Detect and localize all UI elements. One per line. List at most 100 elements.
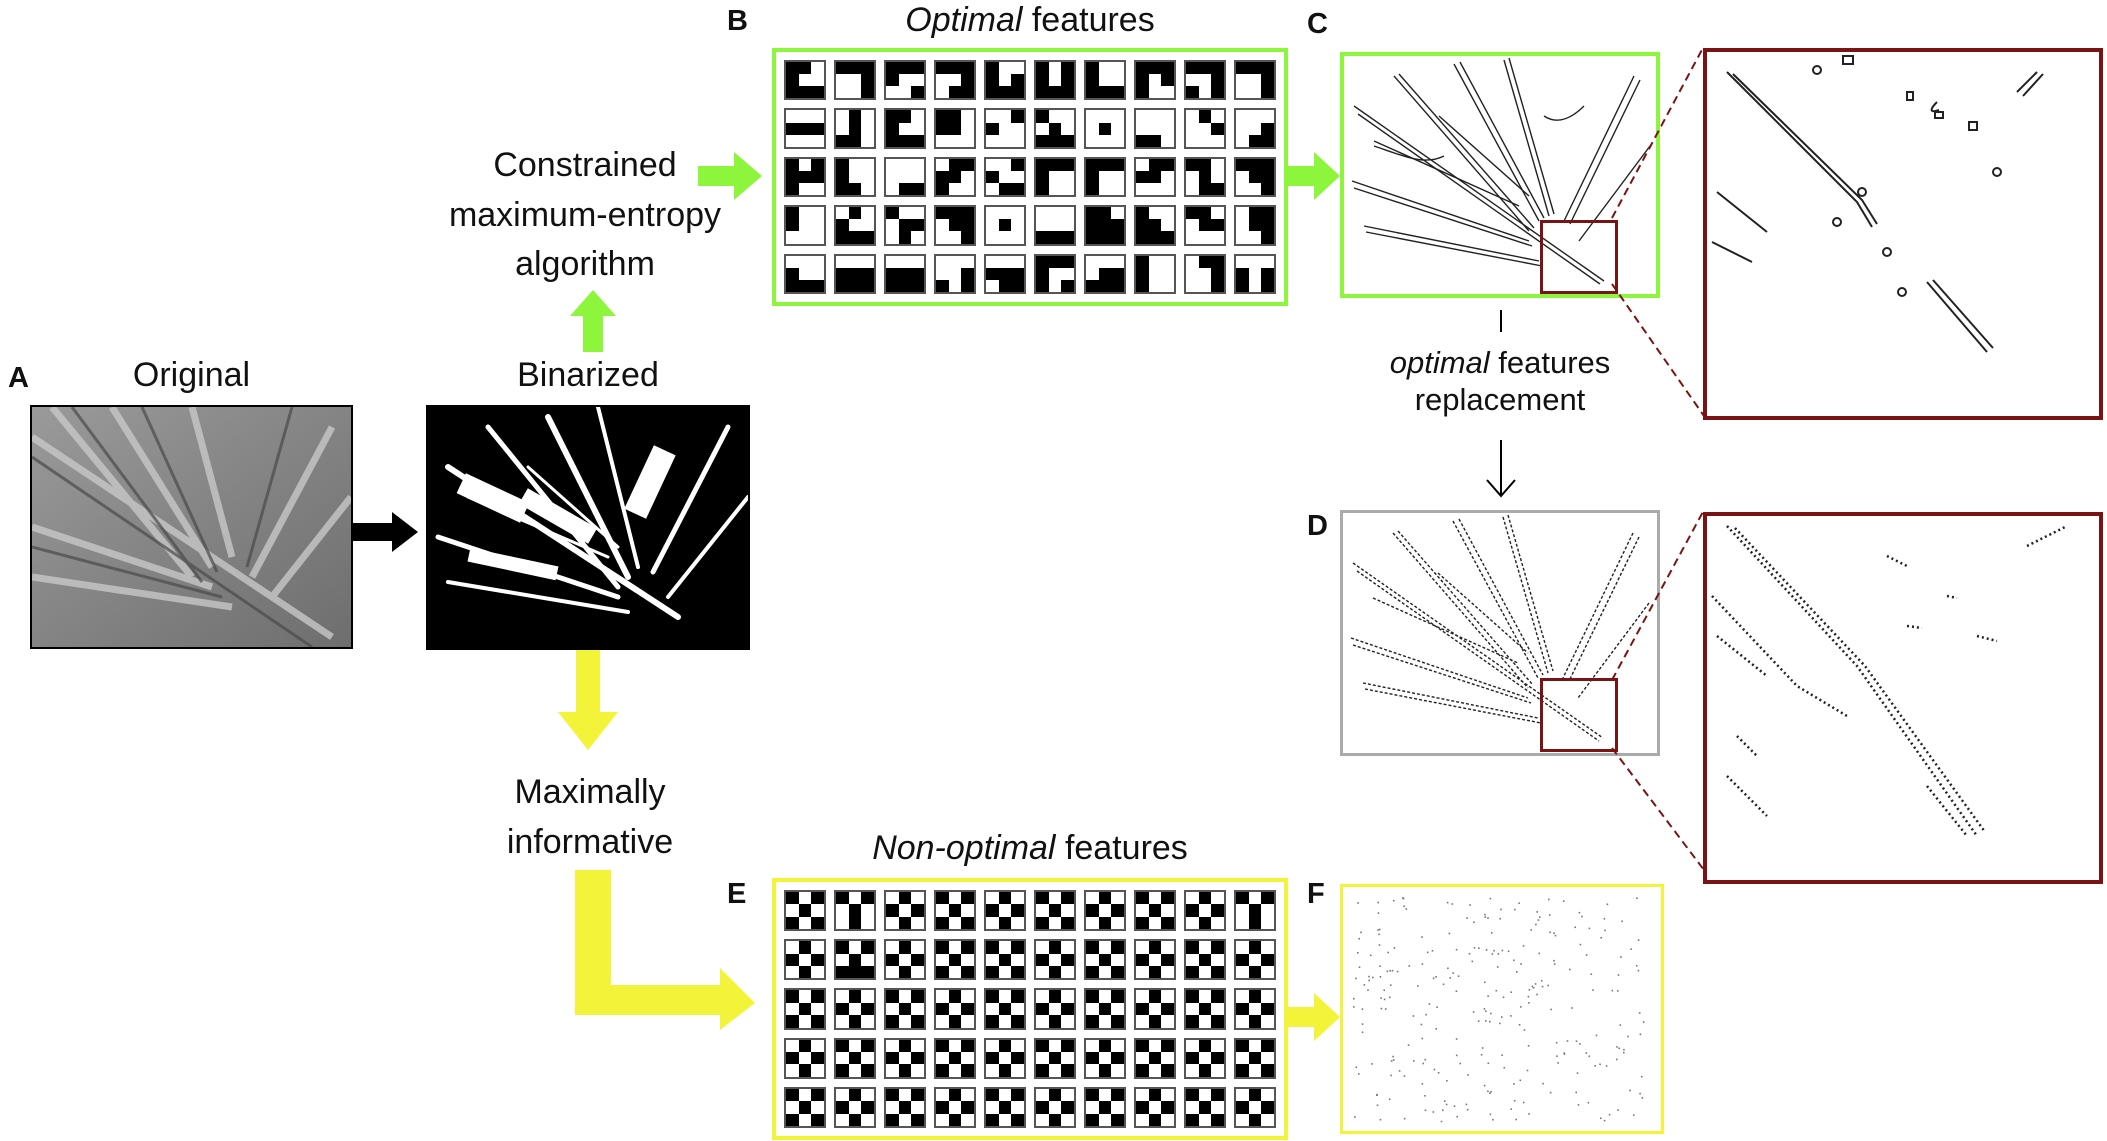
speckle-dot bbox=[1424, 1095, 1426, 1097]
feature-cell bbox=[1136, 231, 1149, 244]
nonoptimal-feature-tile bbox=[884, 1037, 926, 1079]
feature-cell bbox=[986, 1015, 999, 1028]
feature-cell bbox=[936, 110, 949, 123]
feature-cell bbox=[1186, 1101, 1199, 1113]
feature-cell bbox=[836, 267, 849, 280]
feature-cell bbox=[1211, 219, 1224, 232]
feature-cell bbox=[1161, 123, 1174, 135]
feature-cell bbox=[1149, 1003, 1162, 1015]
speckle-dot bbox=[1635, 965, 1638, 967]
feature-cell bbox=[911, 1113, 924, 1126]
feature-cell bbox=[848, 1051, 862, 1065]
feature-cell bbox=[848, 1113, 862, 1126]
feature-cell bbox=[1111, 965, 1124, 979]
feature-cell bbox=[811, 279, 824, 292]
feature-cell bbox=[986, 110, 999, 122]
feature-cell bbox=[848, 1088, 862, 1102]
feature-cell bbox=[861, 954, 874, 966]
feature-cell bbox=[811, 1088, 824, 1102]
arrow-yellow-to-e bbox=[575, 870, 755, 1030]
speckle-dot bbox=[1413, 1060, 1415, 1062]
speckle-dot bbox=[1548, 898, 1550, 901]
feature-cell bbox=[949, 1040, 962, 1052]
feature-cell bbox=[1161, 62, 1174, 75]
feature-cell bbox=[1086, 1064, 1099, 1076]
feature-cell bbox=[786, 279, 799, 292]
feature-cell bbox=[1211, 159, 1224, 171]
feature-cell bbox=[1186, 86, 1199, 99]
feature-cell bbox=[911, 1064, 924, 1076]
feature-cell bbox=[1161, 941, 1174, 953]
feature-cell bbox=[811, 990, 824, 1003]
feature-cell bbox=[1061, 892, 1074, 905]
feature-cell bbox=[1011, 941, 1024, 954]
feature-cell bbox=[898, 1101, 912, 1114]
feature-cell bbox=[848, 904, 862, 917]
feature-cell bbox=[886, 966, 899, 978]
feature-cell bbox=[898, 1039, 912, 1052]
feature-cell bbox=[811, 1040, 824, 1052]
feature-cell bbox=[1211, 1051, 1224, 1065]
speckle-dot bbox=[1630, 948, 1632, 950]
replaced-reconstruction-image bbox=[1340, 510, 1660, 756]
feature-cell bbox=[936, 159, 949, 171]
feature-cell bbox=[1149, 954, 1162, 966]
speckle-dot bbox=[1384, 1008, 1387, 1010]
speckle-dot bbox=[1468, 952, 1471, 955]
feature-cell bbox=[1011, 904, 1024, 917]
feature-cell bbox=[1111, 267, 1124, 280]
speckle-dot bbox=[1587, 1101, 1590, 1104]
feature-cell bbox=[911, 966, 924, 978]
feature-cell bbox=[961, 256, 974, 268]
speckle-dot bbox=[1473, 921, 1475, 923]
speckle-dot bbox=[1547, 984, 1549, 987]
feature-cell bbox=[1186, 62, 1199, 75]
nonoptimal-feature-tile bbox=[934, 939, 976, 981]
feature-cell bbox=[899, 1114, 912, 1126]
feature-cell bbox=[1248, 207, 1262, 220]
feature-cell bbox=[1136, 1039, 1149, 1052]
feature-cell bbox=[1186, 1064, 1199, 1076]
feature-cell bbox=[836, 892, 849, 905]
speckle-dot bbox=[1507, 950, 1510, 953]
speckle-dot bbox=[1432, 977, 1435, 980]
feature-cell bbox=[1198, 62, 1212, 75]
speckle-dot bbox=[1398, 1070, 1401, 1072]
feature-cell bbox=[911, 1040, 924, 1052]
feature-cell bbox=[1186, 917, 1199, 929]
feature-cell bbox=[799, 990, 812, 1002]
feature-cell bbox=[1098, 158, 1112, 171]
feature-cell bbox=[1211, 171, 1224, 183]
feature-cell bbox=[786, 74, 799, 87]
feature-cell bbox=[1161, 74, 1174, 87]
feature-cell bbox=[1111, 1003, 1124, 1015]
feature-cell bbox=[999, 990, 1012, 1002]
feature-cell bbox=[986, 135, 999, 147]
feature-cell bbox=[811, 953, 824, 966]
feature-cell bbox=[1261, 207, 1274, 220]
speckle-dot bbox=[1420, 1023, 1423, 1026]
speckle-dot bbox=[1436, 1006, 1438, 1008]
feature-cell bbox=[861, 990, 874, 1002]
feature-cell bbox=[998, 892, 1012, 905]
feature-cell bbox=[961, 158, 974, 171]
feature-cell bbox=[961, 954, 974, 966]
feature-cell bbox=[799, 954, 812, 966]
feature-cell bbox=[961, 1064, 974, 1077]
constrained-label-line2: maximum-entropy bbox=[448, 196, 722, 234]
speckle-dot bbox=[1355, 1066, 1358, 1068]
feature-cell bbox=[1098, 86, 1112, 99]
feature-cell bbox=[1061, 134, 1074, 147]
speckle-dot bbox=[1353, 1006, 1355, 1008]
feature-cell bbox=[911, 110, 924, 122]
optimal-feature-tile bbox=[884, 108, 926, 149]
feature-cell bbox=[786, 1015, 799, 1028]
feature-cell bbox=[986, 904, 999, 917]
feature-cell bbox=[998, 1002, 1012, 1016]
feature-cell bbox=[1211, 62, 1224, 75]
speckle-dot bbox=[1623, 1051, 1625, 1054]
optimal-feature-tile bbox=[1234, 60, 1276, 101]
feature-cell bbox=[1199, 74, 1212, 86]
feature-cell bbox=[1036, 170, 1049, 184]
feature-cell bbox=[1236, 1064, 1249, 1077]
